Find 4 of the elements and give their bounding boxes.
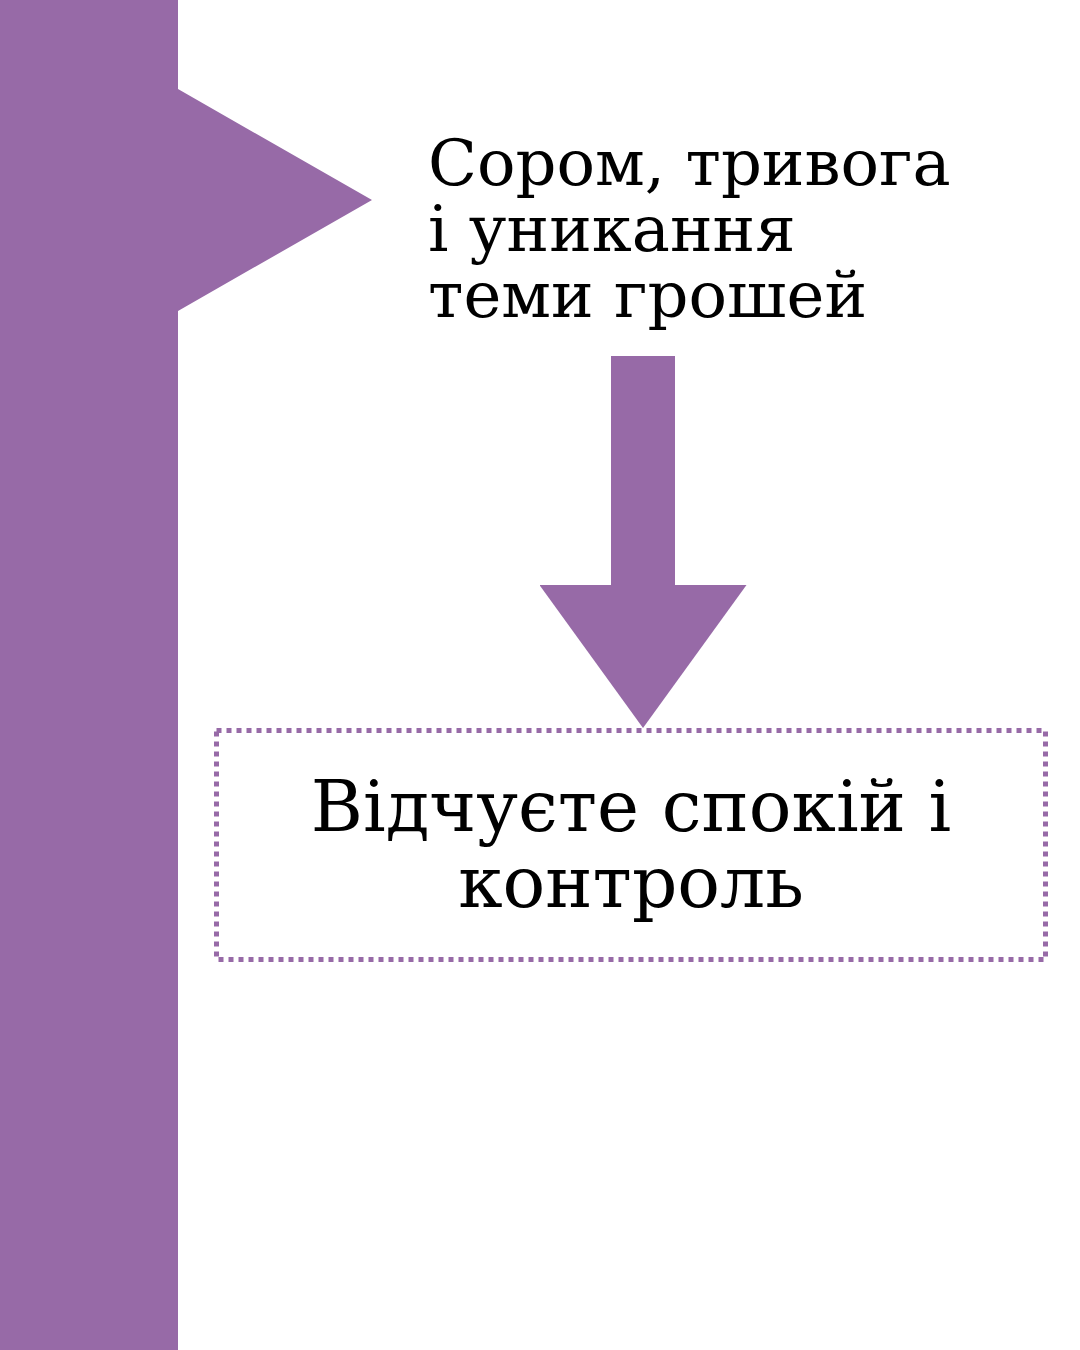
arrow: [539, 356, 747, 728]
outcome-box: [214, 728, 1048, 962]
problem-text: Сором, тривога і уникання теми грошей: [428, 130, 973, 330]
outcome-text: Відчуєте спокій і контроль: [309, 769, 953, 921]
